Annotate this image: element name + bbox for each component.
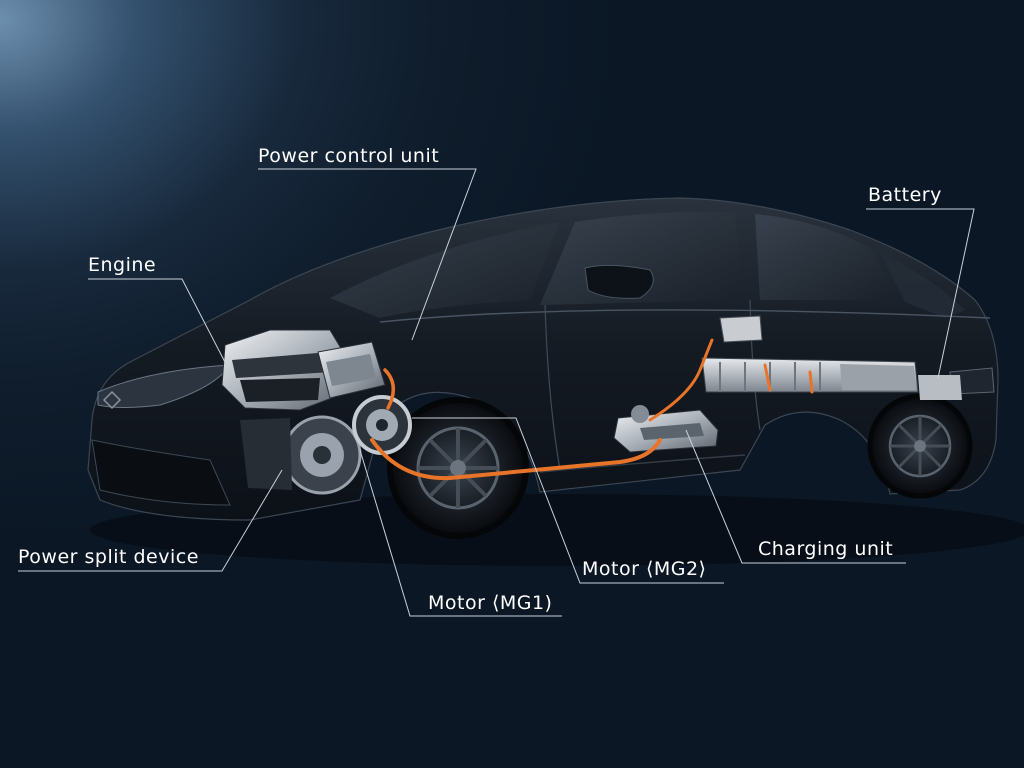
leader-charging-unit <box>685 429 906 564</box>
leader-power-control-unit <box>258 168 477 341</box>
leader-motor-mg1 <box>359 449 562 617</box>
label-motor-mg2: Motor ⟨MG2⟩ <box>582 558 707 580</box>
engine-block <box>221 329 346 411</box>
label-power-control-unit: Power control unit <box>258 145 440 167</box>
front-grille <box>91 439 231 506</box>
leader-battery <box>866 208 975 379</box>
label-charging-unit: Charging unit <box>758 538 894 560</box>
power-split-device-component <box>240 415 362 495</box>
label-engine: Engine <box>88 254 157 276</box>
door-line-front <box>544 304 561 471</box>
leader-power-split-device <box>18 469 283 572</box>
power-control-unit-component <box>317 341 386 399</box>
label-power-split-device: Power split device <box>18 546 199 568</box>
leader-motor-mg2 <box>412 417 724 584</box>
windshield <box>330 222 560 318</box>
sill-line <box>539 454 746 473</box>
headlight <box>97 364 231 408</box>
motor-mg1-component <box>352 395 412 455</box>
ground-shadow <box>90 494 1024 566</box>
rear-window <box>755 214 900 300</box>
leader-engine <box>88 278 229 369</box>
label-motor-mg1: Motor ⟨MG1) <box>428 592 553 614</box>
label-battery: Battery <box>868 184 942 206</box>
rear-wheel <box>867 393 973 499</box>
belt-line <box>379 309 991 323</box>
side-mirror <box>584 264 654 299</box>
brand-emblem <box>102 390 122 410</box>
rear-glass <box>880 252 965 318</box>
high-voltage-cables <box>370 338 814 481</box>
front-wheel <box>387 397 529 539</box>
